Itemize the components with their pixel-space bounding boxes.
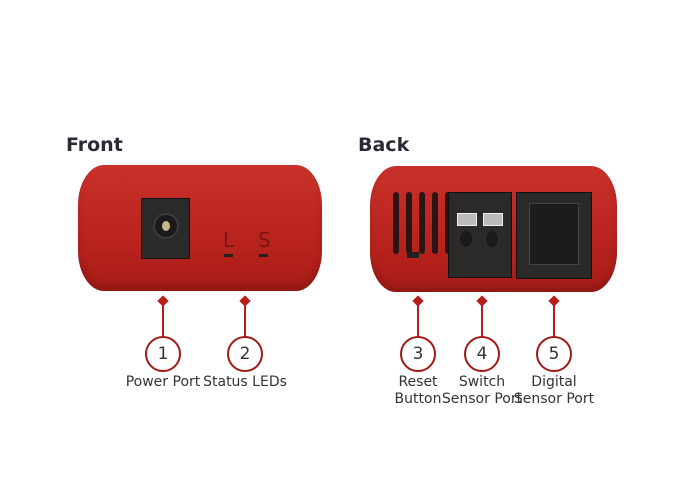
callout-number: 3 <box>400 336 436 372</box>
callout-line <box>417 302 419 337</box>
front-title: Front <box>66 134 123 156</box>
callout-number: 2 <box>227 336 263 372</box>
callout-line <box>553 302 555 337</box>
callout-label: Status LEDs <box>203 374 287 390</box>
reset-button[interactable] <box>407 252 419 258</box>
callout-label: Reset Button <box>394 374 442 407</box>
led-label-l: L <box>223 228 235 252</box>
back-title: Back <box>358 134 410 156</box>
callout-line <box>481 302 483 337</box>
vents <box>393 192 451 254</box>
callout-label: Switch Sensor Port <box>441 374 523 407</box>
led-l <box>224 254 233 257</box>
switch-sensor-port <box>448 192 512 278</box>
callout-line <box>244 302 246 337</box>
led-s <box>259 254 268 257</box>
callout-line <box>162 302 164 337</box>
device-front: L S <box>78 165 322 291</box>
callout-number: 1 <box>145 336 181 372</box>
callout-label: Digital Sensor Port <box>513 374 595 407</box>
callout-number: 4 <box>464 336 500 372</box>
power-jack <box>141 198 190 259</box>
device-back <box>370 166 617 292</box>
digital-sensor-port <box>516 192 592 279</box>
led-label-s: S <box>258 228 271 252</box>
callout-label: Power Port <box>125 374 201 390</box>
callout-number: 5 <box>536 336 572 372</box>
